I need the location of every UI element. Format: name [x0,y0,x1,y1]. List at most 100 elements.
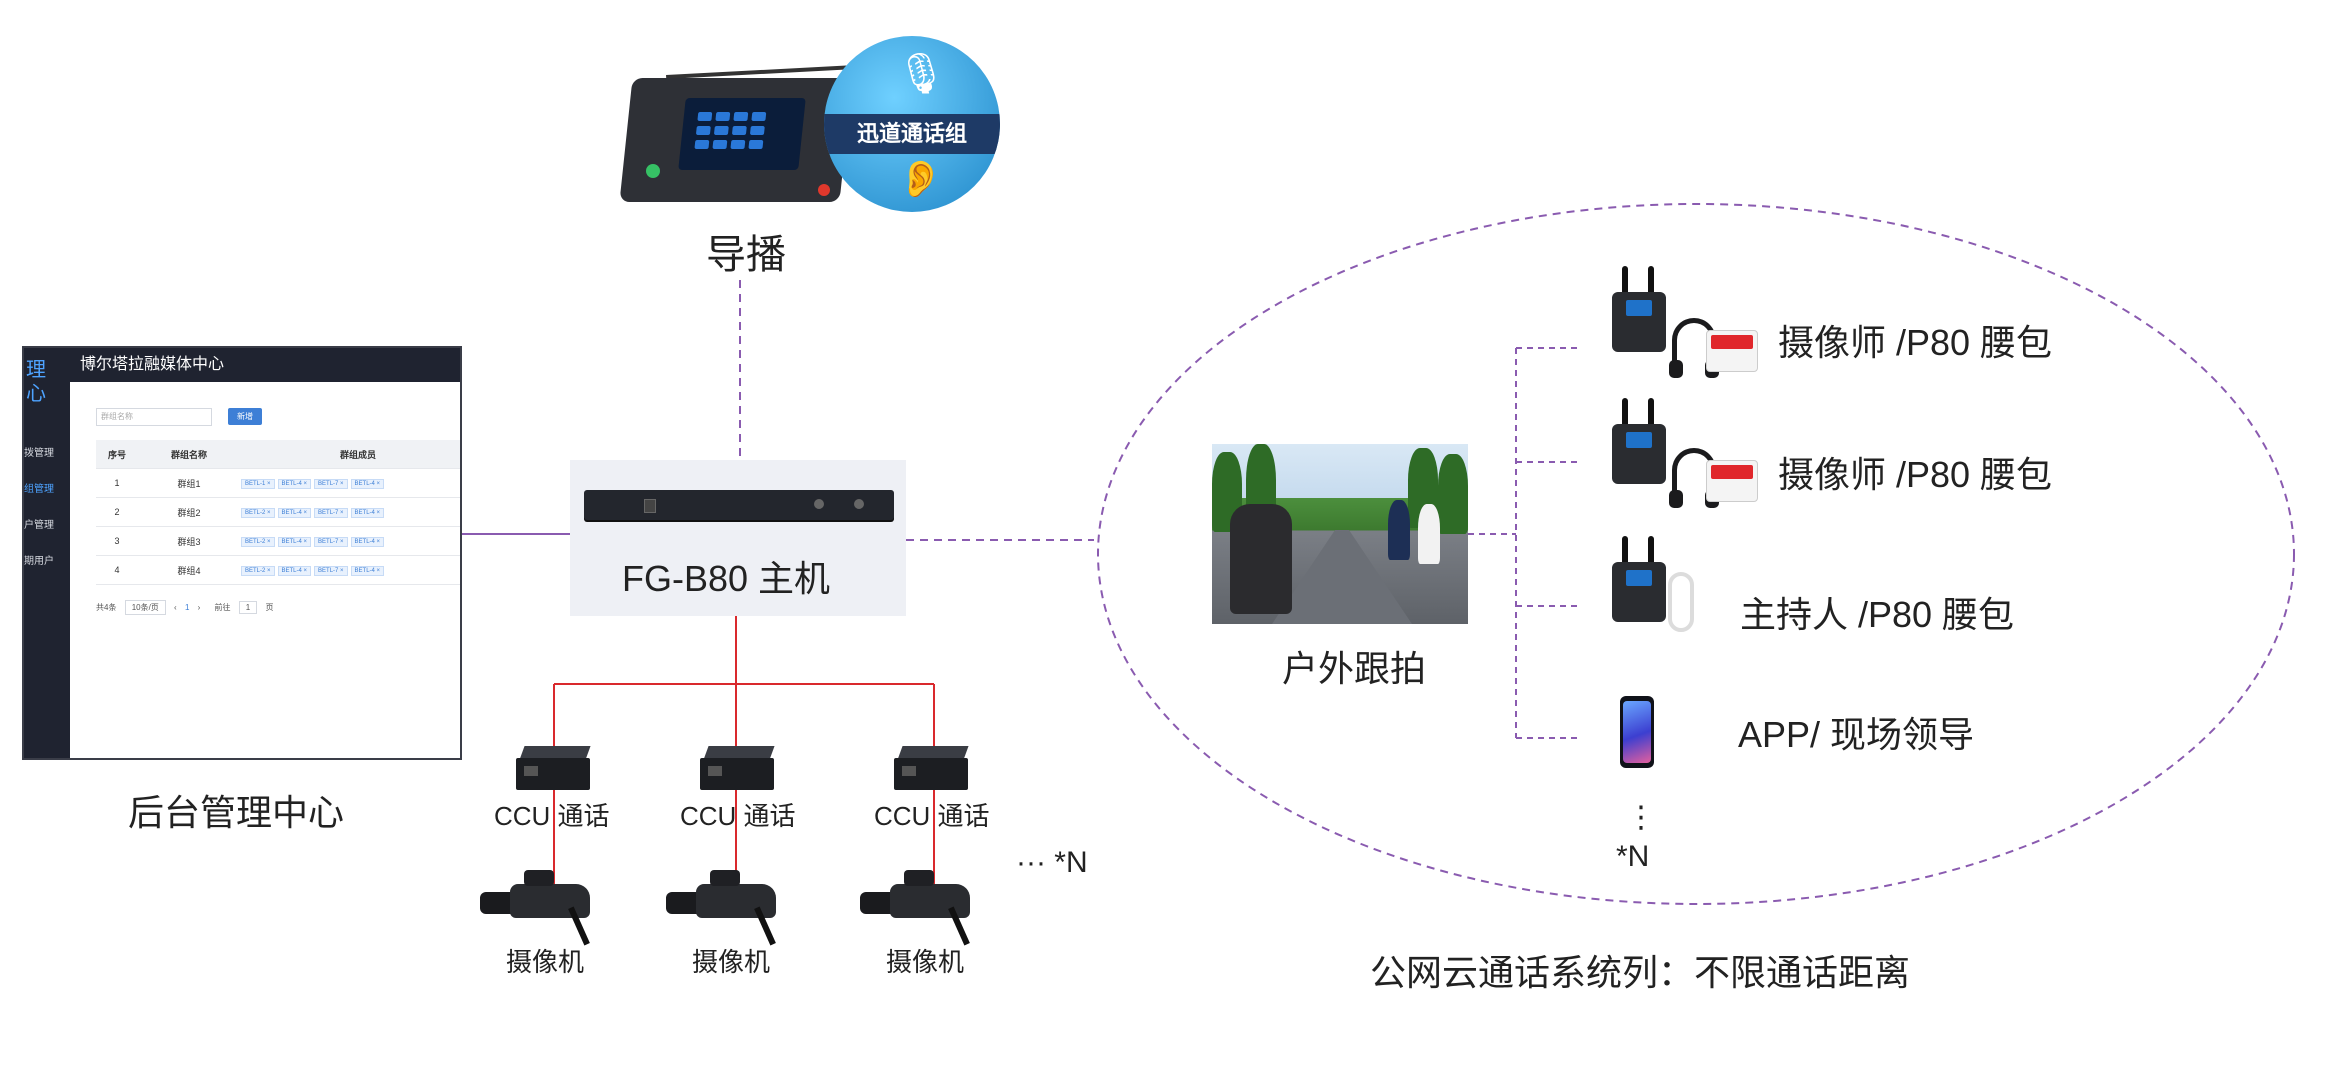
row-number: 3 [96,526,138,556]
row-group-name: 群组3 [138,526,240,556]
app-leader-label: APP/ 现场领导 [1738,714,1975,755]
cyclist-icon [1388,500,1410,560]
row-members: BETL-2 ×BETL-4 ×BETL-7 ×BETL-4 × [240,555,460,585]
member-tag: BETL-7 × [314,479,348,489]
camera-device [860,866,1000,946]
member-tag-label: BETL-7 [318,510,339,516]
close-icon: × [374,510,381,516]
admin-pager: 共4条 10条/页 ‹ 1 › 前往 1 页 [96,600,273,615]
row-group-name: 群组1 [138,468,240,498]
transceiver-pack [1610,398,1668,484]
admin-nav-item: 户管理 [24,520,54,531]
member-tag-label: BETL-7 [318,481,339,487]
ccu-label-3: CCU 通话 [874,801,990,831]
member-tag: BETL-4 × [277,479,312,489]
admin-nav-item-active: 组管理 [24,484,54,495]
member-tag: BETL-4 × [350,566,385,576]
transceiver-pack [1610,536,1668,622]
ccu-device [516,746,591,792]
close-icon: × [265,510,271,516]
admin-brand: 理 心 [26,359,46,405]
close-icon: × [338,568,344,574]
host-label: FG-B80 主机 [622,558,831,599]
console-screen [678,98,806,170]
col-header: 序号 [96,440,138,469]
member-tag-label: BETL-4 [281,481,302,487]
member-tag: BETL-4 × [350,537,385,547]
close-icon: × [301,568,308,574]
admin-sidebar: 理 心 拨管理 组管理 户管理 期用户 [24,348,70,758]
col-header: 群组成员 [240,440,460,469]
motorbike-icon [1230,504,1292,614]
ccu-label-1: CCU 通话 [494,801,610,831]
pager-goto-input: 1 [238,601,258,614]
presenter-label: 主持人 /P80 腰包 [1740,594,2015,635]
member-tag: BETL-4 × [277,537,312,547]
more-cameras-label: ··· *N [1016,846,1088,879]
cyclist-icon [1418,504,1440,564]
more-terminals-label: *N [1616,840,1650,873]
p80-beltpack-icon [1706,460,1758,502]
row-members: BETL-2 ×BETL-4 ×BETL-7 ×BETL-4 × [240,526,460,556]
smartphone-icon [1620,696,1654,768]
pager-current: 1 [184,603,190,612]
member-tag: BETL-4 × [277,508,312,518]
pager-unit: 页 [265,603,274,612]
close-icon: × [265,481,271,487]
row-members: BETL-2 ×BETL-4 ×BETL-7 ×BETL-4 × [240,497,460,527]
member-tag: BETL-7 × [314,537,348,547]
member-tag: BETL-7 × [314,508,348,518]
member-tag-label: BETL-1 [245,481,266,487]
director-console [619,65,856,212]
row-number: 1 [96,468,138,498]
ear-icon: 👂 [898,158,943,199]
camera-label-2: 摄像机 [692,947,771,977]
close-icon: × [265,568,271,574]
row-group-name: 群组2 [138,497,240,527]
camera-label-3: 摄像机 [886,947,965,977]
row-number: 4 [96,555,138,585]
row-number: 2 [96,497,138,527]
camera-label-1: 摄像机 [506,947,585,977]
member-tag-label: BETL-4 [354,510,375,516]
member-tag: BETL-4 × [350,479,385,489]
talk-group-badge: 🎙 迅道通话组 👂 [824,36,1000,212]
admin-new-button: 新增 [228,408,262,425]
close-icon: × [338,539,344,545]
knob-icon [854,499,864,509]
member-tag-label: BETL-2 [245,510,266,516]
member-tag: BETL-2 × [241,566,275,576]
member-tag-label: BETL-4 [354,539,375,545]
member-tag-label: BETL-4 [281,568,302,574]
ccu-device [700,746,775,792]
member-tag-label: BETL-4 [354,568,375,574]
outdoor-tracking-photo [1212,444,1468,624]
member-tag: BETL-4 × [277,566,312,576]
close-icon: × [374,481,381,487]
close-icon: × [265,539,271,545]
admin-panel-screenshot: 理 心 拨管理 组管理 户管理 期用户 博尔塔拉融媒体中心 群组名称 新增 序号… [22,346,462,760]
member-tag-label: BETL-4 [354,481,375,487]
host-box: FG-B80 主机 [570,460,906,616]
badge-label: 迅道通话组 [824,114,1000,154]
member-tag-label: BETL-4 [281,539,302,545]
row-members: BETL-1 ×BETL-4 ×BETL-7 ×BETL-4 × [240,468,460,498]
close-icon: × [301,510,308,516]
member-tag-label: BETL-2 [245,539,266,545]
member-tag: BETL-2 × [241,537,275,547]
p80-beltpack-icon [1706,330,1758,372]
pager-size-select: 10条/页 [124,600,166,615]
green-button-icon [646,164,660,178]
microphone-icon: 🎙 [896,52,947,96]
pager-next-icon: › [197,603,201,612]
earpiece-icon [1668,572,1694,632]
close-icon: × [301,481,308,487]
pager-total: 共4条 [96,603,117,612]
